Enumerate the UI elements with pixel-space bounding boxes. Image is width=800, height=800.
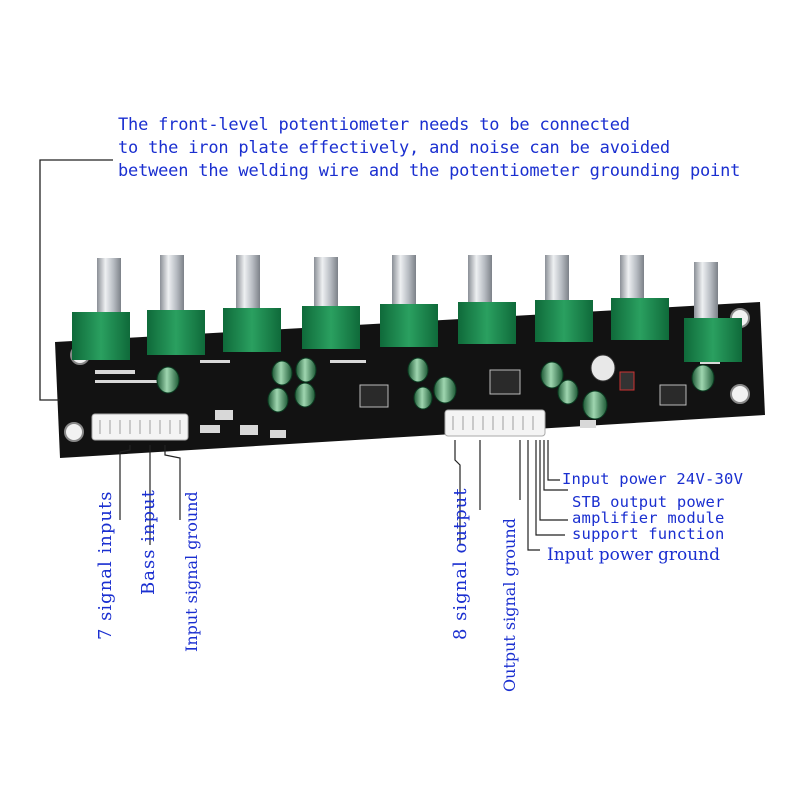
label-8-signal-output: 8 signal output bbox=[450, 487, 471, 640]
pot-7 bbox=[535, 255, 593, 342]
note-line-1: The front-level potentiometer needs to b… bbox=[118, 115, 630, 135]
label-input-power-ground: Input power ground bbox=[547, 545, 721, 565]
note-line-3: between the welding wire and the potenti… bbox=[118, 161, 741, 181]
pot-9 bbox=[684, 262, 742, 362]
label-output-signal-ground: Output signal ground bbox=[500, 518, 519, 692]
pot-2 bbox=[147, 255, 205, 355]
capacitor-silver bbox=[590, 354, 616, 382]
label-input-signal-ground: Input signal ground bbox=[182, 491, 201, 652]
label-bass-input: Bass input bbox=[138, 489, 159, 595]
pot-6 bbox=[458, 255, 516, 344]
note-leader-line bbox=[39, 159, 113, 401]
output-connector bbox=[444, 409, 546, 437]
pot-1 bbox=[72, 258, 130, 360]
pot-4 bbox=[302, 257, 360, 349]
capacitors bbox=[156, 357, 715, 420]
label-input-power: Input power 24V-30V bbox=[562, 470, 744, 488]
pot-3 bbox=[223, 255, 281, 352]
label-stb-line-3: support function bbox=[572, 525, 725, 543]
pot-8 bbox=[611, 255, 669, 340]
label-stb-line-1: STB output power bbox=[572, 493, 725, 511]
right-leader-lines bbox=[454, 440, 568, 551]
left-leader-lines bbox=[119, 445, 181, 545]
pot-5 bbox=[380, 255, 438, 347]
potentiometers bbox=[72, 255, 742, 362]
note-line-2: to the iron plate effectively, and noise… bbox=[118, 138, 670, 158]
silkscreen bbox=[95, 360, 720, 438]
label-stb-line-2: amplifier module bbox=[572, 509, 725, 527]
label-7-signal-inputs: 7 signal inputs bbox=[95, 490, 116, 640]
